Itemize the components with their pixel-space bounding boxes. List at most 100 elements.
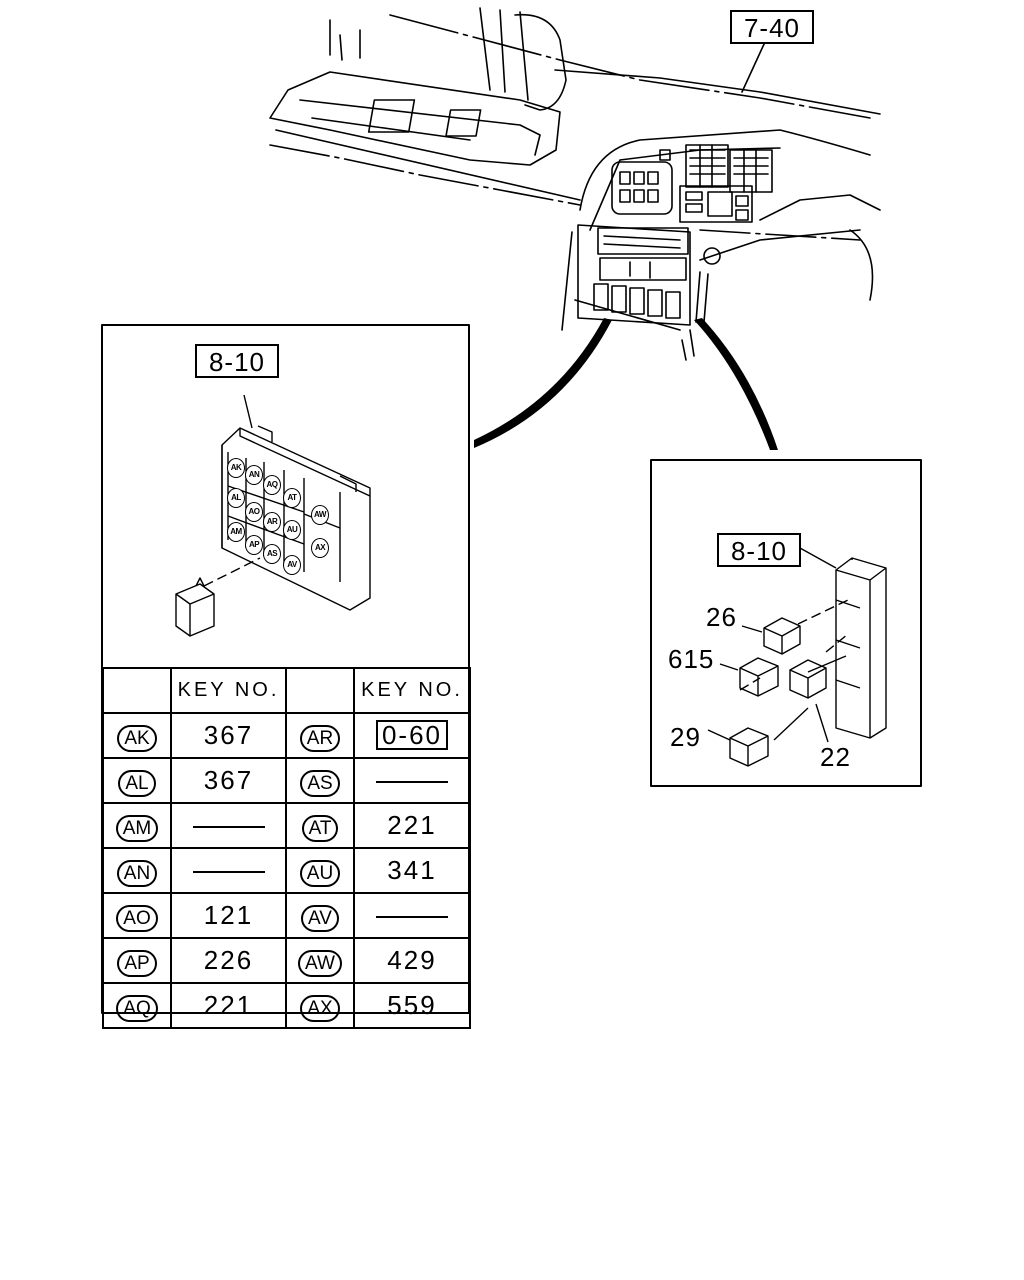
relay-615 [739, 657, 779, 697]
position-code: AS [300, 769, 340, 797]
loose-relay [175, 583, 215, 637]
callout-8-10-left: 8-10 [195, 344, 279, 378]
hood-outline [514, 13, 567, 111]
relay-position-marker: AO [245, 502, 263, 522]
table-row: AO 121 AV [102, 892, 471, 939]
relay-position-marker: AK [227, 458, 245, 478]
relay-26 [763, 617, 801, 655]
key-number-cell-left: 221 [170, 982, 287, 1029]
position-cell-left: AM [102, 802, 172, 849]
center-console [579, 129, 871, 211]
no-key-dash [376, 916, 448, 919]
key-number-cell-left: 226 [170, 937, 287, 984]
relay-position-marker: AU [283, 520, 301, 540]
right-inset-frame [650, 459, 922, 787]
callout-8-10-right-label: 8-10 [730, 536, 788, 566]
position-cell-left: AL [102, 757, 172, 804]
position-code: AV [301, 904, 339, 932]
table-row: AQ 221 AX 559 [102, 982, 471, 1029]
callout-8-10-left-label: 8-10 [208, 347, 266, 377]
relay-position-marker: AQ [263, 475, 281, 495]
position-code: AM [115, 814, 159, 842]
key-table-header-row: KEY NO. KEY NO. [102, 667, 471, 714]
sweep-to-left-inset [474, 318, 612, 448]
reference-box: 0-60 [375, 720, 449, 750]
position-cell-right: AV [285, 892, 355, 939]
sweep-to-right-inset [694, 318, 778, 450]
relay-position-marker: AM [227, 522, 245, 542]
part-number-615: 615 [668, 644, 715, 674]
part-number-26: 26 [706, 602, 737, 632]
callout-7-40: 7-40 [730, 10, 814, 44]
callout-8-10-right: 8-10 [717, 533, 801, 567]
position-cell-right: AS [285, 757, 355, 804]
position-cell-left: AQ [102, 982, 172, 1029]
radio-stack [577, 224, 691, 326]
position-code: AN [116, 859, 158, 887]
position-cell-left: AN [102, 847, 172, 894]
relay-position-marker: AS [263, 544, 281, 564]
key-number-cell-right: 559 [353, 982, 471, 1029]
table-row: AP 226 AW 429 [102, 937, 471, 984]
relay-position-marker: AT [283, 488, 301, 508]
position-code: AX [300, 994, 340, 1022]
position-code: AR [299, 724, 341, 752]
glovebox-outline [269, 71, 561, 166]
key-number-cell-left: 367 [170, 757, 287, 804]
position-code: AW [298, 949, 342, 977]
position-code: AO [116, 904, 158, 932]
no-key-dash [376, 781, 448, 784]
key-number-cell-left: 367 [170, 712, 287, 759]
position-cell-right: AX [285, 982, 355, 1029]
position-cell-right: AU [285, 847, 355, 894]
header-key-no-left: KEY NO. [170, 667, 287, 714]
table-row: AM AT 221 [102, 802, 471, 849]
position-code: AP [117, 949, 157, 977]
relay-position-marker: AP [245, 535, 263, 555]
part-number-22: 22 [820, 742, 851, 772]
key-number-cell-right: 429 [353, 937, 471, 984]
relay-22 [789, 659, 827, 699]
relay-position-marker: AX [311, 538, 329, 558]
key-number-cell-left [170, 802, 287, 849]
key-number-cell-left [170, 847, 287, 894]
key-number-cell-right: 341 [353, 847, 471, 894]
position-code: AQ [116, 994, 158, 1022]
key-number-cell-right: 0-60 [353, 712, 471, 759]
table-row: AN AU 341 [102, 847, 471, 894]
position-cell-left: AO [102, 892, 172, 939]
relay-block [221, 427, 371, 611]
relay-position-marker: AL [227, 488, 245, 508]
part-number-29: 29 [670, 722, 701, 752]
relay-position-marker: AW [311, 505, 329, 525]
position-cell-left: AP [102, 937, 172, 984]
position-cell-left: AK [102, 712, 172, 759]
table-row: AK 367 AR 0-60 [102, 712, 471, 759]
dashboard-upper-line [389, 14, 871, 119]
relay-position-marker: AV [283, 555, 301, 575]
position-cell-right: AT [285, 802, 355, 849]
position-code: AT [301, 814, 339, 842]
header-position-blank-right [285, 667, 355, 714]
position-code: AU [299, 859, 341, 887]
side-relay-block [835, 557, 887, 739]
header-position-blank-left [102, 667, 172, 714]
key-number-cell-right: 221 [353, 802, 471, 849]
key-number-cell-right [353, 892, 471, 939]
relay-position-marker: AN [245, 465, 263, 485]
position-code: AK [117, 724, 157, 752]
position-code: AL [118, 769, 156, 797]
no-key-dash [192, 826, 265, 829]
callout-7-40-label: 7-40 [743, 13, 801, 43]
no-key-dash [192, 871, 265, 874]
table-row: AL 367 AS [102, 757, 471, 804]
position-cell-right: AW [285, 937, 355, 984]
relay-29 [729, 727, 769, 767]
relay-position-marker: AR [263, 512, 281, 532]
key-number-cell-left: 121 [170, 892, 287, 939]
position-cell-right: AR [285, 712, 355, 759]
key-number-cell-right [353, 757, 471, 804]
header-key-no-right: KEY NO. [353, 667, 471, 714]
